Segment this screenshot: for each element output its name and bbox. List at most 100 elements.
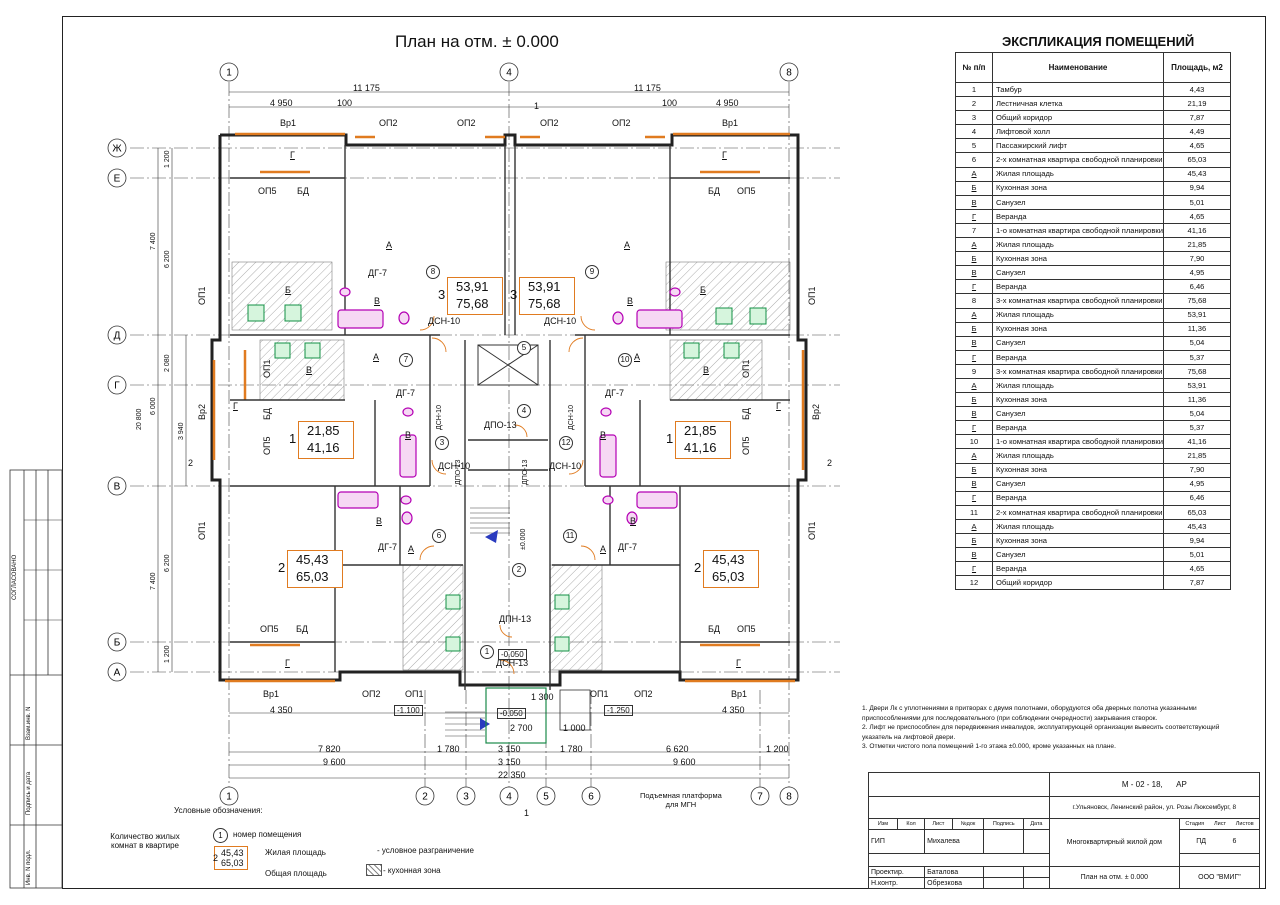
legend-sample-tag: 2 45,43 65,03 — [213, 846, 248, 870]
opening-label: ОП1 — [741, 359, 751, 378]
stamp-role-norm: Н.контр. — [867, 877, 926, 889]
axis-col-bubble — [779, 62, 799, 82]
axis-col-bubble — [219, 786, 239, 806]
opening-label: Вр1 — [280, 118, 297, 128]
apartment-tag-living: 53,91 — [456, 279, 489, 294]
cell-num: В — [955, 406, 993, 422]
cell-area: 7,90 — [1163, 251, 1231, 267]
cell-name: Кухонная зона — [992, 251, 1164, 267]
bathroom-fixtures — [337, 287, 683, 525]
header-area: Площадь, м2 — [1163, 52, 1231, 83]
cell-area: 5,37 — [1163, 420, 1231, 436]
cell-name: Жилая площадь — [992, 307, 1164, 323]
room-letter-label: Г — [736, 658, 741, 668]
cell-num: Б — [955, 321, 993, 337]
door-label: ДСН-10 — [544, 316, 577, 326]
dim-bottom: 2 700 — [510, 723, 533, 733]
lift-platform-label: Подъемная платформа для МГН — [640, 791, 722, 809]
drawing-notes: 1. Двери Лк с уплотнениями в притворах с… — [862, 704, 1242, 752]
cell-name: Жилая площадь — [992, 448, 1164, 464]
opening-label: Вр2 — [197, 403, 207, 420]
stamp-sheets-header: Листов — [1235, 820, 1254, 827]
opening-label: ОП2 — [612, 118, 631, 128]
stamp-company: ООО "ВМИГ" — [1178, 866, 1261, 889]
legend-room-number-symbol: 1 — [213, 828, 228, 843]
cell-num: Б — [955, 532, 993, 549]
dim-bottom: 4 350 — [722, 705, 745, 715]
stamp-col-kol: Кол — [896, 817, 926, 830]
cell-name: 3-х комнатная квартира свободной планиро… — [992, 293, 1164, 309]
room-number: 1 — [480, 645, 494, 659]
door-label: ДПО-13 — [522, 459, 529, 485]
cell-area: 4,65 — [1163, 138, 1231, 154]
cell-num: А — [955, 237, 993, 253]
cell-num: Г — [955, 420, 993, 436]
cell-area: 6,46 — [1163, 490, 1231, 506]
cell-area: 21,19 — [1163, 96, 1231, 112]
cell-name: 2-х комнатная квартира свободной планиро… — [992, 504, 1164, 520]
header-name: Наименование — [992, 52, 1164, 83]
axis-row-bubble-label: Д — [114, 331, 121, 342]
room-letter-label: Г — [776, 401, 781, 411]
cell-name: 2-х комнатная квартира свободной планиро… — [992, 152, 1164, 168]
cell-area: 75,68 — [1163, 293, 1231, 309]
stamp-role-gip: ГИП — [867, 828, 926, 854]
stamp-role-proj: Проектир. — [867, 866, 926, 878]
opening-label: ОП1 — [262, 359, 272, 378]
cell-name: 3-х комнатная квартира свободной планиро… — [992, 363, 1164, 379]
opening-label: ОП1 — [807, 521, 817, 540]
stair-arrow-icon — [480, 718, 490, 730]
lift-platform — [559, 689, 591, 731]
room-letter-label: Б — [700, 285, 706, 295]
opening-label: ОП5 — [737, 186, 756, 196]
plan-title: План на отм. ± 0.000 — [395, 32, 559, 51]
level-mark: -1.100 — [394, 705, 423, 716]
dim-bottom: 1 780 — [560, 744, 583, 754]
opening-label: ОП2 — [457, 118, 476, 128]
cell-area: 6,46 — [1163, 279, 1231, 295]
legend-rooms-count: Количество жилых комнат в квартире — [110, 832, 180, 850]
dim-left: 2 080 — [164, 354, 171, 372]
cell-name: Пассажирский лифт — [992, 138, 1164, 154]
level-mark: -0.050 — [497, 708, 526, 719]
room-letter-label: В — [405, 430, 412, 440]
legend-living-area: Жилая площадь — [265, 848, 326, 857]
room-number: 6 — [432, 529, 446, 543]
cell-area: 4,49 — [1163, 124, 1231, 140]
stamp-stage-header: Стадия — [1185, 820, 1205, 827]
cell-name: Веранда — [992, 349, 1164, 365]
axis-col-bubble-label: 8 — [786, 792, 792, 803]
cell-name: 1-о комнатная квартира свободной планиро… — [992, 222, 1164, 239]
room-number: 10 — [618, 353, 632, 367]
axis-col-bubble — [456, 786, 476, 806]
dim-left: 7 400 — [150, 232, 157, 250]
axis-row-bubble — [107, 168, 127, 188]
dim-left: 3 940 — [178, 422, 185, 440]
legend-sample-total: 65,03 — [221, 858, 244, 868]
apartment-tag-count: 3 — [510, 287, 518, 302]
room-letter-label: В — [306, 365, 313, 375]
legend-total-area: Общая площадь — [265, 869, 327, 878]
dim-bottom: 22 350 — [498, 770, 526, 780]
header-num: № п/п — [955, 52, 993, 83]
legend-room-number: номер помещения — [233, 830, 302, 839]
cell-area: 7,87 — [1163, 575, 1231, 591]
room-letter-label: Б — [285, 285, 291, 295]
dim-bottom: 3 150 — [498, 757, 521, 767]
cell-num: В — [955, 335, 993, 351]
room-number: 2 — [512, 563, 526, 577]
